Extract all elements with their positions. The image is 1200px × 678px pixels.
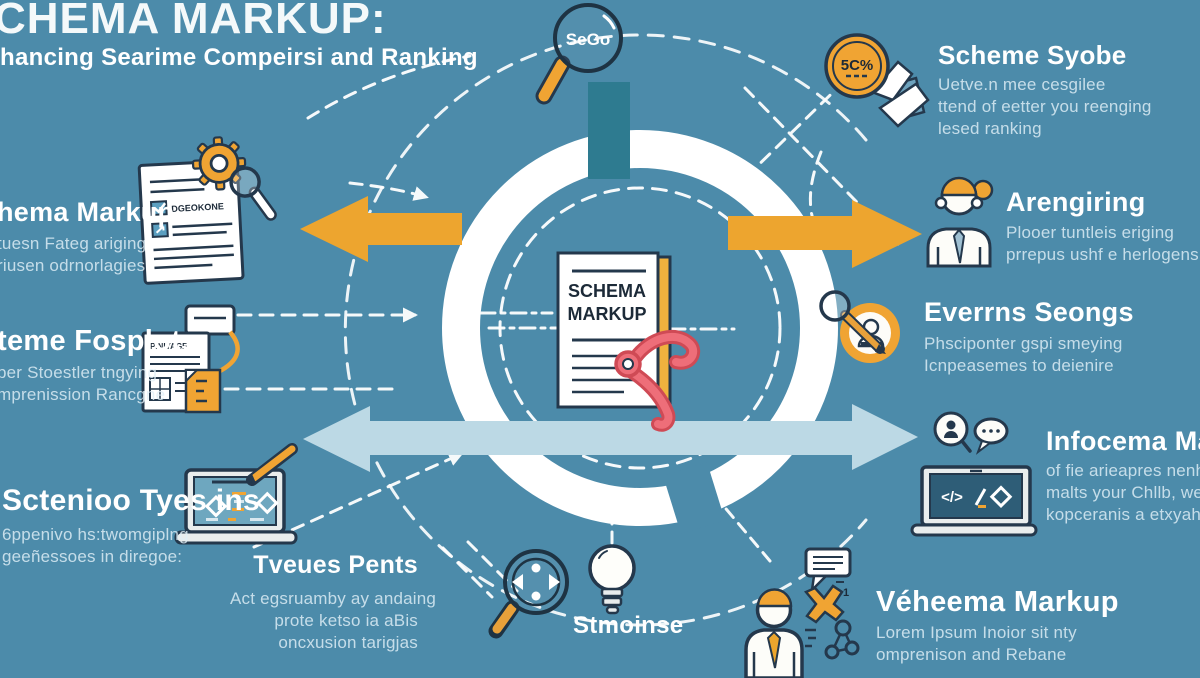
document-gear-magnifier-icon: DGEOKONE — [137, 136, 277, 285]
person-search-circle-icon — [819, 290, 900, 363]
bottom-item-title: Tveues Pents — [253, 551, 418, 579]
right-item-desc: Lorem Ipsum Inoior sit nty omprenison an… — [876, 623, 1077, 664]
doc2-label: PINIYAGE — [150, 342, 188, 351]
arrow-right-orange — [728, 200, 922, 268]
magnifier-icon — [229, 166, 277, 221]
right-item-desc: of fie arieapres nenhnt malts your Chllb… — [1046, 461, 1200, 524]
right-item-desc: Phsciponter gspi smeying Icnpeasemes to … — [924, 334, 1123, 375]
arrow-horizontal-lightblue — [303, 404, 918, 472]
left-item-desc: per Stoestler tngying mprenission Rancgn… — [0, 363, 166, 404]
doc1-label: DGEOKONE — [171, 201, 224, 214]
center-doc-line2: MARKUP — [568, 304, 647, 324]
left-item-desc: 6ppenivo hs:twomgiplng geeñessoes in dir… — [2, 525, 189, 566]
right-item-title-scheme-syobe: Scheme Syobe — [938, 40, 1127, 70]
sego-label: SeGo — [566, 30, 610, 49]
laptop-pencil-icon — [174, 443, 298, 545]
left-item-desc: tuesn Fateg ariging riusen odrnorlagies — [0, 234, 147, 275]
bottom-item-tveues-pents: Tveues Pents Act egsruamby ay andaing pr… — [230, 551, 437, 654]
sego-magnifier-icon: SeGo — [535, 3, 623, 105]
page-subtitle: hancing Searime Compeirsi and Ranking — [0, 44, 478, 71]
pencil-icon — [246, 443, 298, 486]
code-laptop-icon: </> — [910, 411, 1038, 537]
stmoinse-label: Stmoinse — [573, 612, 684, 639]
left-item-title-hema-markup: hema Markup — [0, 197, 175, 227]
right-item-title-veheema-markup: Véheema Markup — [876, 586, 1119, 618]
speech-bubble-icon — [804, 547, 852, 594]
center-doc-line1: SCHEMA — [568, 281, 646, 301]
percent-badge-icon: 5C% — [824, 33, 930, 128]
person-tie-icon — [744, 588, 804, 678]
badge-value: 5C% — [841, 57, 874, 74]
right-item-desc: Uetve.n mee cesgilee ttend of eetter you… — [938, 75, 1152, 138]
right-item-title-arengiring: Arengiring — [1006, 187, 1146, 217]
person-network-icon: 1 — [744, 547, 860, 678]
right-item-title-everrns-seongs: Everrns Seongs — [924, 297, 1134, 327]
bottom-item-desc: Act egsruamby ay andaing prote ketso ia … — [230, 589, 437, 652]
svg-text:</>: </> — [941, 489, 963, 506]
gear-icon — [191, 136, 247, 191]
network-nodes-icon — [805, 619, 860, 660]
left-item-title-teme-fosplots: teme Fosplots — [0, 325, 198, 357]
top-teal-bar — [588, 82, 630, 179]
headset-person-icon — [926, 176, 994, 268]
center-ring — [442, 130, 838, 534]
magnifier-arrows-icon — [488, 549, 569, 639]
right-item-title-infocema-markup: Infocema Markup — [1046, 426, 1200, 456]
right-item-desc: Plooer tuntleis eriging prrepus ushf e h… — [1006, 223, 1199, 264]
red-tool-icon — [614, 329, 701, 432]
page-title: CHEMA MARKUP: — [0, 0, 387, 43]
puzzle-x-icon: 1 — [803, 581, 849, 624]
document-chat-icon: PINIYAGE — [141, 304, 240, 414]
arrow-left-orange — [300, 196, 462, 262]
outer-dashed-circle — [343, 33, 868, 627]
left-item-title-sctenioo-tyes: Sctenioo Tyes ins — [2, 484, 260, 517]
schema-document-icon: SCHEMA MARKUP — [556, 251, 701, 432]
lightbulb-icon — [588, 544, 636, 615]
svg-text:1: 1 — [843, 587, 849, 599]
